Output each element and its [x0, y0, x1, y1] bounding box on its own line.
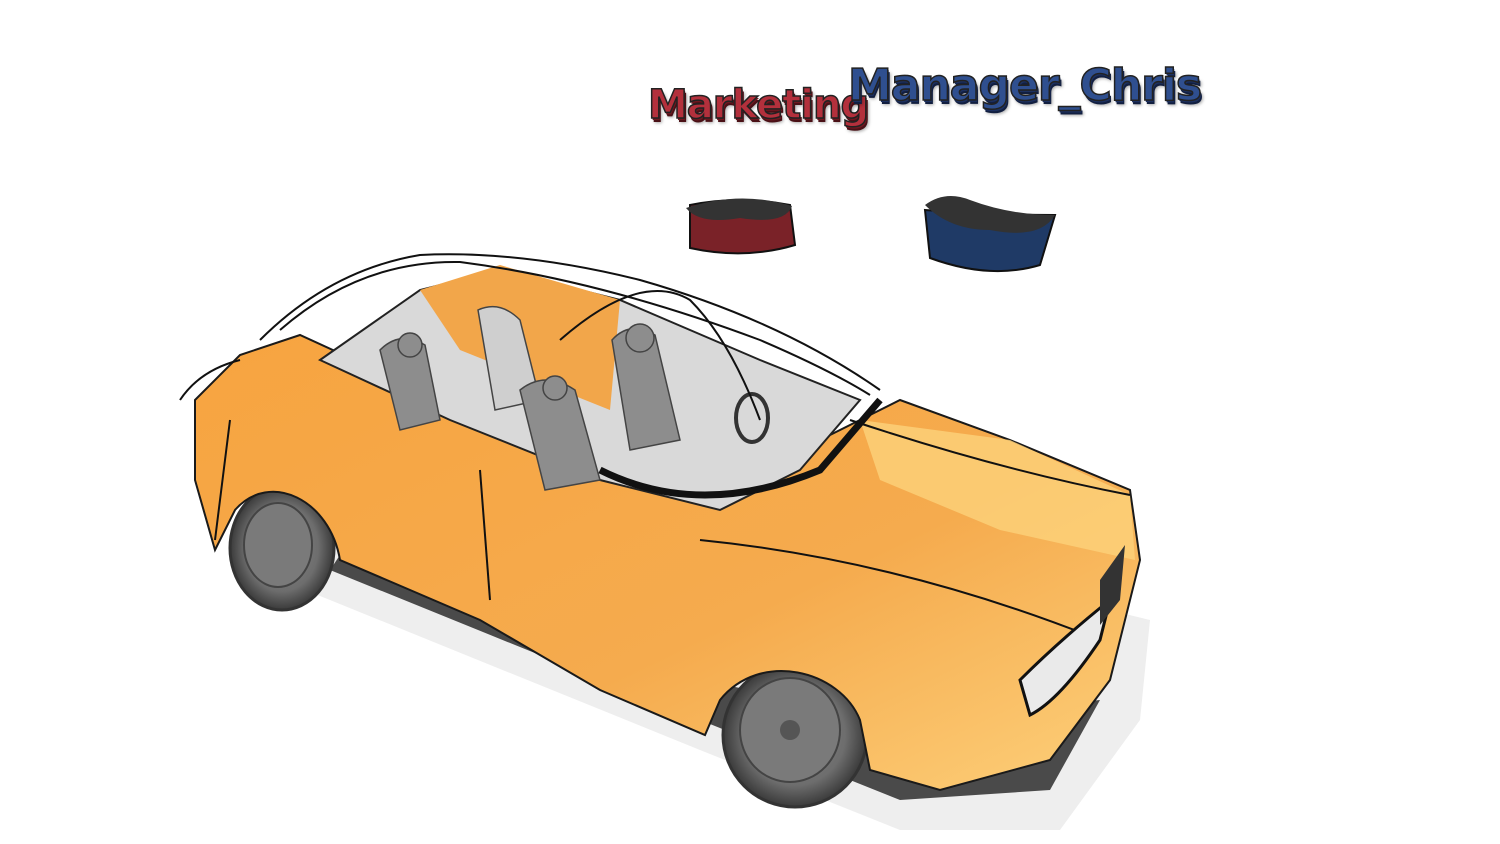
- windshield-frame: [598, 397, 883, 499]
- steering-wheel: [734, 392, 770, 444]
- avatar-label-marketing: Marketing: [647, 81, 870, 129]
- seats: [379, 305, 681, 491]
- avatar-label-manager-chris: Manager_Chris: [847, 59, 1203, 112]
- rear-wheel: [228, 484, 336, 612]
- grille: [1100, 545, 1125, 625]
- headset-manager-chris[interactable]: [923, 196, 1057, 273]
- headset-marketing[interactable]: [686, 198, 797, 255]
- hood: [860, 420, 1135, 560]
- headlight: [1018, 596, 1113, 718]
- roof-sketch-lines: [179, 253, 1131, 641]
